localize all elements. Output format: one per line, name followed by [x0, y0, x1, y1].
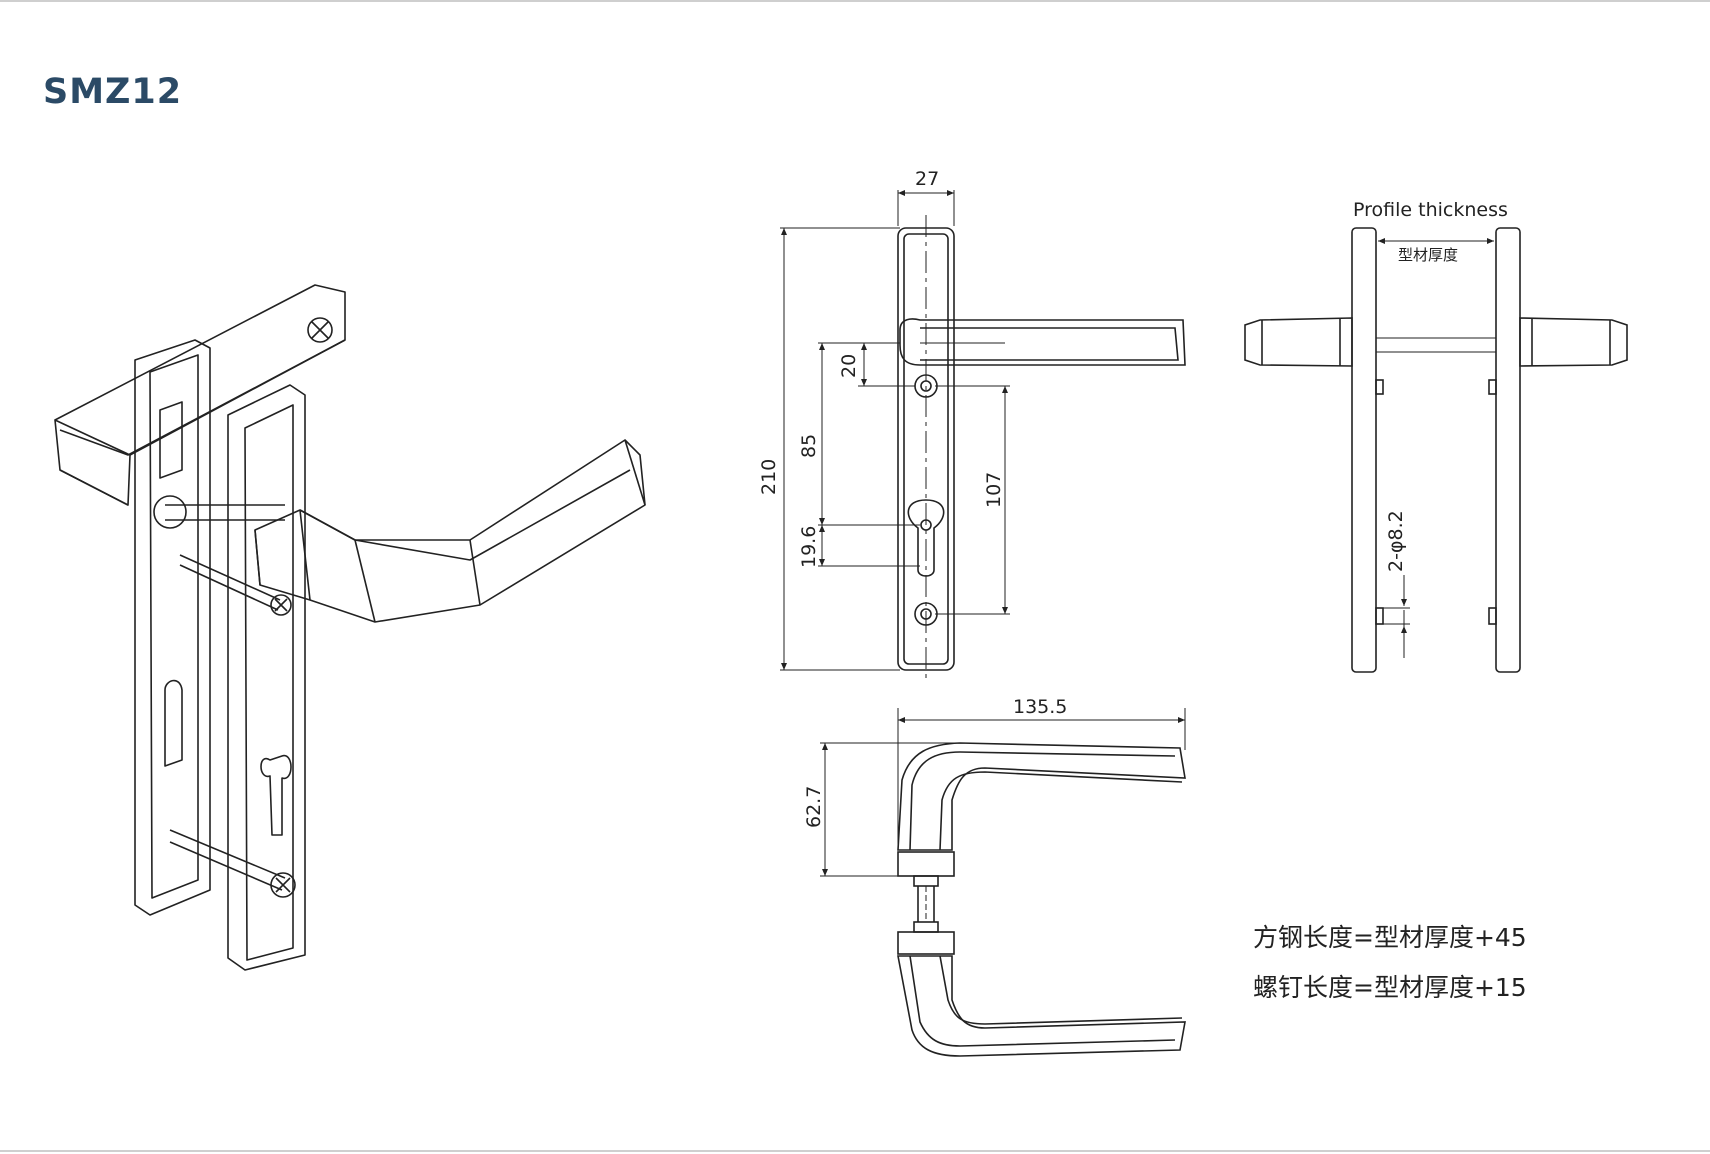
dim-lever-height: 62.7 [803, 786, 825, 828]
profile-thickness-cn-label: 型材厚度 [1398, 246, 1458, 264]
side-plate-right [1495, 227, 1521, 673]
top-rule [0, 0, 1710, 2]
front-screw-top [270, 594, 292, 616]
front-screw-bottom [270, 872, 296, 898]
elevation-lever [899, 318, 1186, 366]
front-dimensions [780, 190, 1010, 671]
dim-width: 27 [915, 168, 939, 190]
side-plate-left [1351, 227, 1377, 673]
side-lever-left [1244, 317, 1353, 367]
note-spindle-length: 方钢长度=型材厚度+45 [1253, 923, 1527, 952]
dim-19-6: 19.6 [798, 526, 820, 568]
plan-lever-upper [897, 742, 1186, 851]
side-view [1244, 227, 1628, 673]
dim-107: 107 [983, 472, 1005, 508]
plan-view [897, 742, 1186, 1057]
front-lever [254, 439, 646, 623]
front-keyhole [260, 755, 292, 836]
dim-hole: 2-φ8.2 [1385, 510, 1407, 572]
plan-rose-lower [897, 931, 955, 955]
back-plate [134, 339, 211, 916]
side-dimensions [1378, 238, 1494, 658]
profile-thickness-label: Profile thickness [1353, 199, 1508, 221]
side-lever-right [1519, 317, 1628, 367]
front-plate [227, 384, 306, 971]
dim-20: 20 [838, 354, 860, 378]
screw-rod-top [179, 554, 281, 611]
plan-lever-lower [897, 955, 1186, 1057]
model-title: SMZ12 [43, 72, 183, 112]
dim-height: 210 [758, 459, 780, 495]
cylinder-keyhole [907, 499, 945, 577]
spindle [165, 504, 285, 521]
note-screw-length: 螺钉长度=型材厚度+15 [1253, 973, 1527, 1002]
dim-85: 85 [798, 434, 820, 458]
bottom-rule [0, 1150, 1710, 1152]
front-elevation [897, 215, 1186, 680]
isometric-view [54, 284, 646, 971]
plan-dimensions [820, 708, 1186, 877]
dim-lever-length: 135.5 [1013, 696, 1067, 718]
plan-rose-upper [897, 851, 955, 877]
logo-emblem [307, 317, 333, 343]
